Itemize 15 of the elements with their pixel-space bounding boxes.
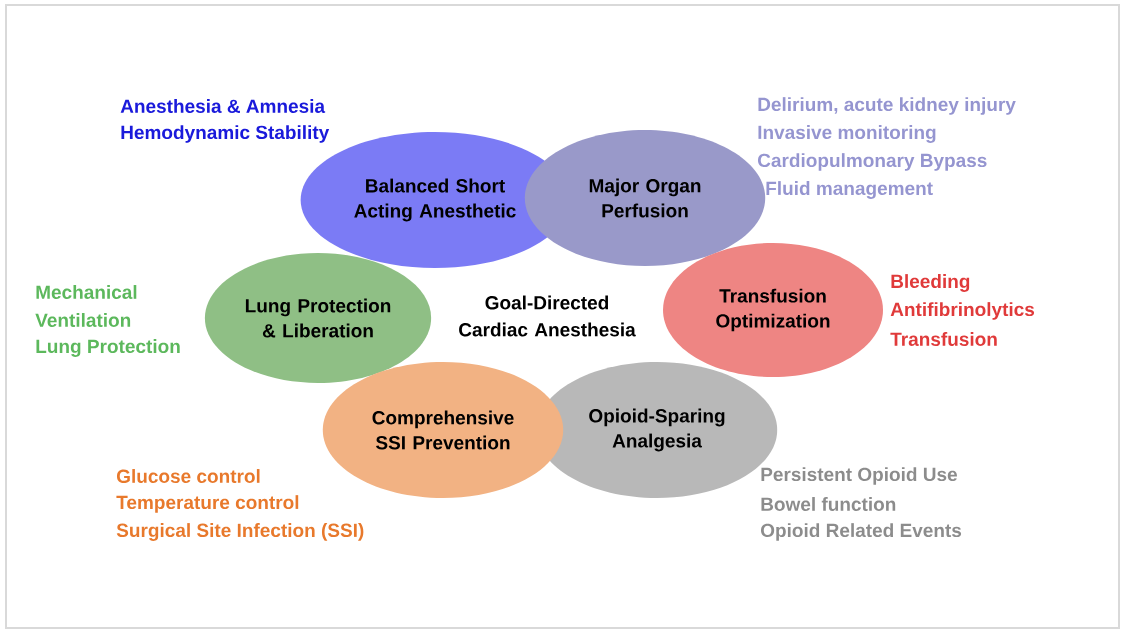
side-note: Bleeding	[891, 274, 970, 292]
side-note: Bowel function	[761, 497, 896, 511]
side-note: Transfusion	[890, 332, 997, 346]
side-note: Mechanical	[36, 285, 137, 299]
side-note: Temperature control	[116, 495, 299, 513]
side-note: Lung Protection	[36, 339, 180, 357]
side-note: Surgical Site Infection (SSI)	[116, 523, 364, 541]
side-note: Anesthesia & Amnesia	[120, 99, 326, 113]
side-note: Delirium, acute kidney injury	[758, 97, 1016, 115]
center-title: Goal-Directed Cardiac Anesthesia	[459, 295, 636, 337]
side-note: Antifibrinolytics	[890, 302, 1035, 320]
side-note: Ventilation	[35, 313, 131, 327]
side-note: Glucose control	[117, 469, 260, 483]
side-note: Opioid Related Events	[761, 523, 962, 541]
side-note: Fluid management	[766, 181, 933, 199]
